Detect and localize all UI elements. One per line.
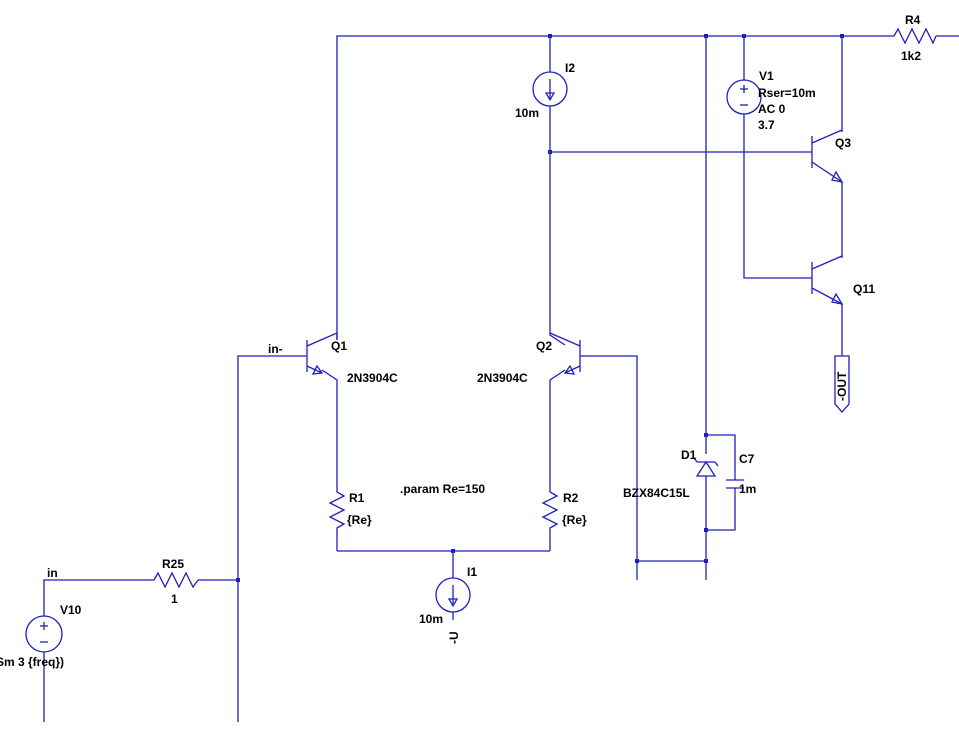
wire-top-rail <box>336 35 890 340</box>
resistor-r2[interactable] <box>541 486 559 532</box>
transistor-q2[interactable] <box>549 332 581 375</box>
v1-name: V1 <box>759 69 774 83</box>
v1-dc: 3.7 <box>758 118 775 132</box>
junction-dot <box>548 34 552 38</box>
out-net-label: -OUT <box>835 371 849 401</box>
wire-q2-emitter <box>549 369 566 486</box>
junction-dot <box>704 528 708 532</box>
junction-dot <box>236 578 240 582</box>
resistor-r1[interactable] <box>328 486 346 532</box>
v10-name: V10 <box>60 603 82 617</box>
neg-u-net-label: -U <box>447 631 461 644</box>
wire-c7-top <box>706 434 736 480</box>
junction-dot <box>840 34 844 38</box>
d1-name: D1 <box>681 448 697 462</box>
junction-dot <box>704 433 708 437</box>
v1-ac: AC 0 <box>758 102 786 116</box>
junction-dot <box>704 559 708 563</box>
d1-model: BZX84C15L <box>623 486 690 500</box>
resistor-r4[interactable] <box>890 27 937 45</box>
r4-value: 1k2 <box>901 49 921 63</box>
wire-in-minus <box>237 355 307 722</box>
transistor-q11[interactable] <box>811 255 844 305</box>
in-net-label: in <box>47 566 58 580</box>
r2-value: {Re} <box>562 513 587 527</box>
v1-rser: Rser=10m <box>758 86 816 100</box>
i2-name: I2 <box>565 61 575 75</box>
resistor-r25[interactable] <box>150 571 199 589</box>
wire-v1-bottom <box>743 114 812 279</box>
capacitor-c7[interactable] <box>726 479 744 489</box>
wire-c7-bottom <box>706 488 736 531</box>
v10-value: Sm 3 {freq}) <box>0 655 64 669</box>
r1-name: R1 <box>349 491 365 505</box>
param-directive: .param Re=150 <box>400 482 485 496</box>
voltage-source-v1[interactable] <box>726 79 762 115</box>
wire-q1-emitter <box>321 369 338 486</box>
r25-name: R25 <box>162 557 184 571</box>
junctions <box>236 34 844 582</box>
i1-name: I1 <box>467 565 477 579</box>
wire-q2-base <box>580 355 638 580</box>
q2-model: 2N3904C <box>477 371 528 385</box>
junction-dot <box>704 34 708 38</box>
current-source-i2[interactable] <box>532 71 568 107</box>
junction-dot <box>742 34 746 38</box>
i2-value: 10m <box>515 106 539 120</box>
wire-q2-collector <box>549 152 566 346</box>
transistor-q1[interactable] <box>306 332 338 375</box>
r1-value: {Re} <box>347 513 372 527</box>
junction-dot <box>548 150 552 154</box>
voltage-source-v10[interactable] <box>25 615 63 653</box>
c7-value: 1m <box>739 482 756 496</box>
q1-name: Q1 <box>331 339 347 353</box>
q11-name: Q11 <box>853 282 875 296</box>
q1-model: 2N3904C <box>347 371 398 385</box>
r4-name: R4 <box>905 13 921 27</box>
output-port-out[interactable] <box>834 355 850 413</box>
c7-name: C7 <box>739 452 755 466</box>
current-source-i1[interactable] <box>435 577 471 613</box>
r2-name: R2 <box>563 491 579 505</box>
transistor-q3[interactable] <box>811 129 844 183</box>
in-minus-net-label: in- <box>268 342 283 356</box>
r25-value: 1 <box>171 592 178 606</box>
junction-dot <box>635 559 639 563</box>
wire-in <box>43 579 150 616</box>
i1-value: 10m <box>419 612 443 626</box>
junction-dot <box>451 549 455 553</box>
q2-name: Q2 <box>536 339 552 353</box>
q3-name: Q3 <box>835 136 851 150</box>
zener-diode-d1[interactable] <box>693 457 719 477</box>
